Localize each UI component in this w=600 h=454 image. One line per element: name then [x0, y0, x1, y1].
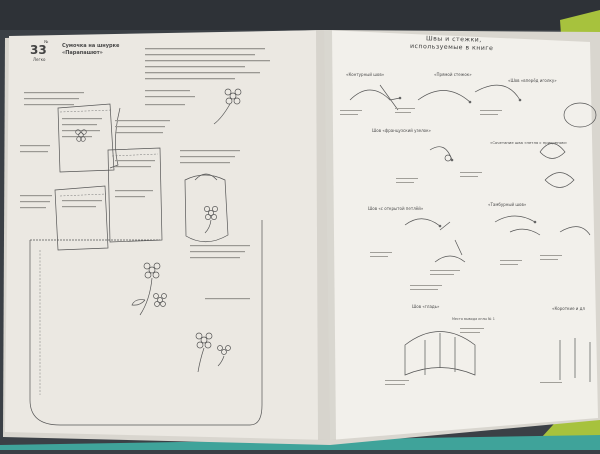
difficulty-level: Легко [33, 57, 46, 62]
stitch-label-contour: «Контурный шов» [346, 72, 385, 77]
right-page [324, 30, 598, 440]
pattern-number-label: № [44, 39, 49, 44]
drawstring-bag [184, 174, 229, 243]
stitch-chain [494, 215, 536, 223]
stitch-forward [474, 84, 521, 101]
table-shadow-top [0, 0, 600, 30]
pattern-number: 33 [30, 43, 47, 57]
pocket-piece-fold [109, 107, 121, 169]
stitch-label-french-knot: Шов «французский узелок» [372, 128, 431, 133]
stitch-ring [563, 102, 597, 128]
bag-outline [29, 220, 263, 426]
stitch-label-short-long: «Короткие и дл [552, 306, 585, 311]
pattern-piece-3 [107, 147, 163, 243]
flower-group [75, 88, 242, 373]
pattern-title-line2: «Парапашют» [62, 50, 103, 56]
pocket-piece-1 [57, 103, 115, 173]
gutter-shadow [316, 30, 336, 440]
stitch-label-forward: «Шов «вперёд иголку» [508, 78, 557, 83]
stitch-label-satin: Шов «гладь» [412, 304, 440, 309]
stitch-leaf [539, 143, 566, 159]
stitch-label-straight: «Прямой стежок» [434, 72, 472, 77]
pattern-title-line1: Сумочка на шнурке [62, 43, 120, 49]
stitch-short-long [559, 338, 591, 382]
drawstring-loop [194, 173, 218, 181]
left-page [5, 30, 330, 440]
stitch-label-chain: «Тамбурный шов» [488, 202, 527, 207]
stitch-label-open-loop: Шов «с открытой петлёй» [368, 206, 424, 211]
pattern-piece-2 [54, 185, 109, 251]
stitch-straight [417, 90, 471, 103]
stitch-contour [349, 89, 401, 101]
stitch-satin [404, 331, 476, 376]
stitch-open-loop [404, 218, 441, 227]
needle-note: Место вывода иглы № 1 [452, 317, 495, 321]
stitch-label-loop-combo: «Сочетание шва «петля с прикрепом» [490, 140, 568, 145]
